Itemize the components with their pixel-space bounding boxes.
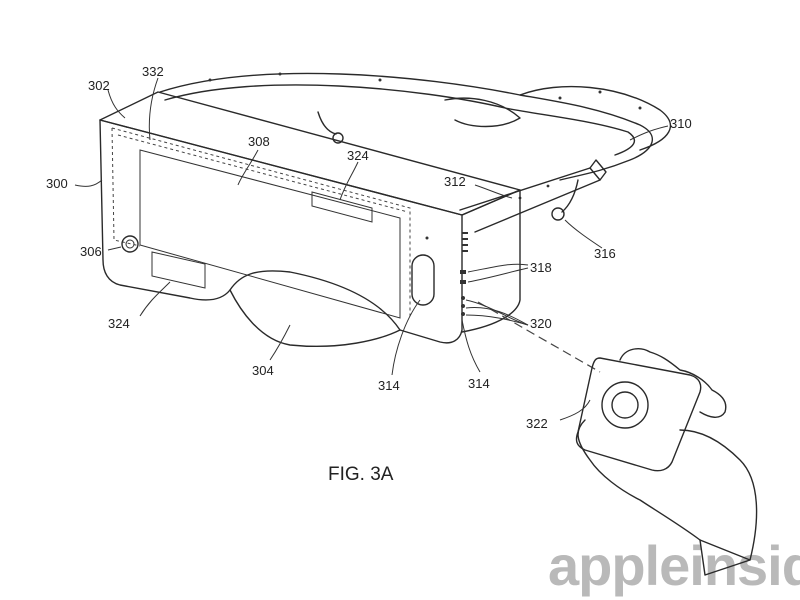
label-312: 312 (444, 174, 466, 189)
figure-caption: FIG. 3A (328, 464, 394, 485)
label-310: 310 (670, 116, 692, 131)
label-332: 332 (142, 64, 164, 79)
label-318: 318 (530, 260, 552, 275)
label-302: 302 (88, 78, 110, 93)
label-322: 322 (526, 416, 548, 431)
watermark: appleinsider (548, 534, 800, 597)
remote-controller (477, 301, 758, 576)
side-arm (459, 159, 607, 233)
label-308: 308 (248, 134, 270, 149)
label-316: 316 (594, 246, 616, 261)
label-300: 300 (46, 176, 68, 191)
label-314-side: 314 (468, 376, 490, 391)
headset-body (99, 91, 521, 348)
head-strap (159, 72, 672, 181)
label-314-pad: 314 (378, 378, 400, 393)
label-324-side: 324 (108, 316, 130, 331)
label-306: 306 (80, 244, 102, 259)
label-324-top: 324 (347, 148, 369, 163)
label-304: 304 (252, 363, 274, 378)
reference-labels: 302 332 308 324 300 306 324 304 314 314 … (46, 64, 692, 431)
label-320: 320 (530, 316, 552, 331)
leader-lines (74, 77, 669, 421)
